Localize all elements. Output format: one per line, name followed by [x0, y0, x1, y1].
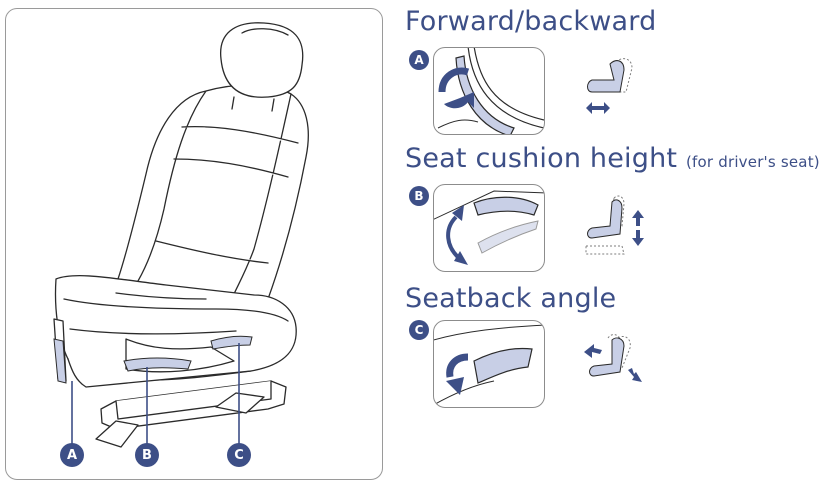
seat-cushion-height-heading: Seat cushion height (for driver's seat) — [405, 143, 820, 174]
callout-a-badge: A — [60, 443, 84, 467]
lever-c-detail — [433, 320, 545, 408]
seat-illustration-panel: A B C — [5, 8, 383, 480]
forward-backward-icon — [580, 52, 644, 126]
section-c-badge: C — [409, 320, 429, 340]
section-a-badge: A — [409, 50, 429, 70]
section-b-badge: B — [409, 186, 429, 206]
seatback-angle-icon — [580, 330, 644, 404]
forward-backward-heading: Forward/backward — [405, 6, 657, 37]
seatback-angle-heading: Seatback angle — [405, 283, 617, 314]
seat-illustration — [53, 22, 309, 448]
seat-cushion-height-icon — [580, 190, 644, 264]
callout-b-badge: B — [135, 443, 159, 467]
lever-b-detail — [433, 184, 545, 272]
lever-a-detail — [433, 47, 545, 135]
callout-c-badge: C — [227, 443, 251, 467]
